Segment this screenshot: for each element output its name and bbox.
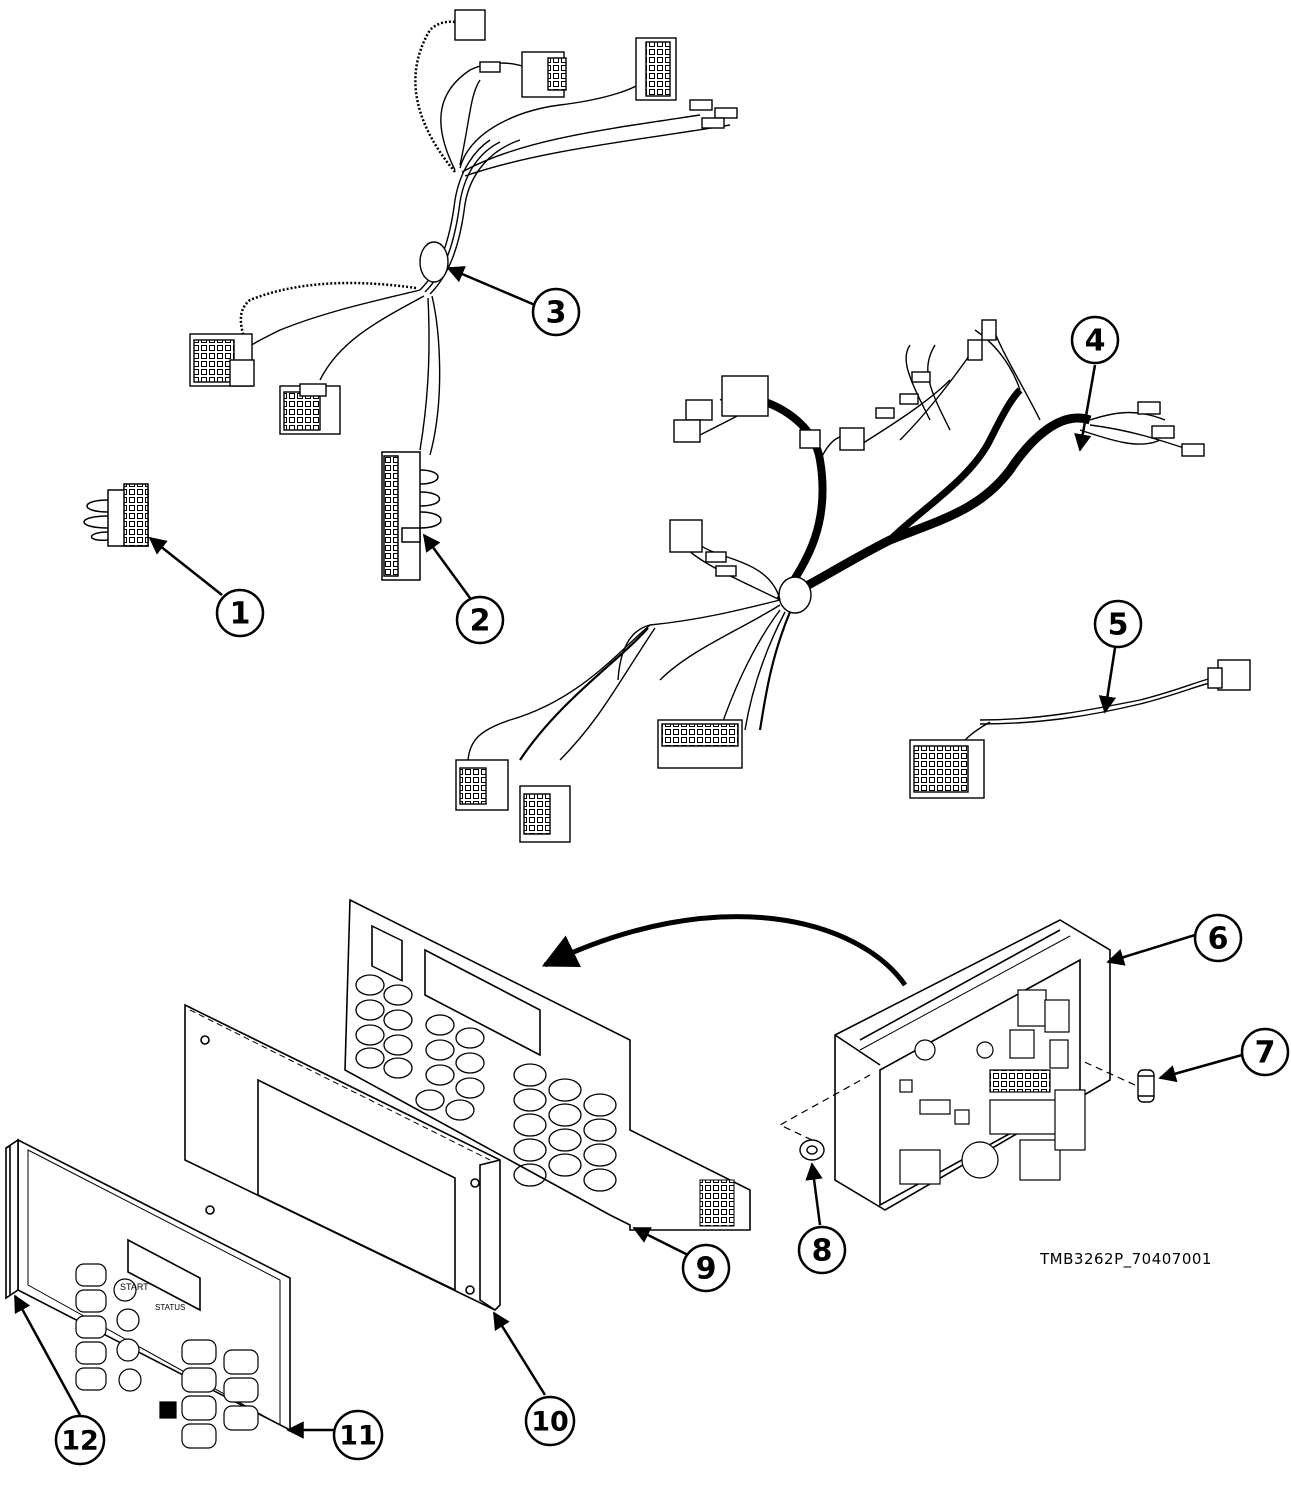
callout-5-circle (1093, 599, 1143, 649)
callout-8: 8 (812, 1234, 833, 1269)
callout-9: 9 (696, 1252, 717, 1287)
relocation-arrow (541, 914, 908, 987)
callout-4: 4 (1085, 324, 1106, 359)
callout-1-circle (215, 588, 265, 638)
leader-1 (148, 536, 223, 596)
callout-9-circle (681, 1243, 731, 1293)
leader-9 (632, 1226, 689, 1257)
callout-3: 3 (546, 296, 567, 331)
start-label: START (120, 1282, 149, 1292)
part-11-keypad-panel: START STATUS (17, 1138, 291, 1449)
figure-id: TMB3262P_70407001 (1040, 1250, 1212, 1268)
leader-12 (13, 1294, 82, 1416)
leader-4 (1074, 364, 1097, 452)
leader-5 (1098, 647, 1117, 714)
part-4-harness (455, 319, 1205, 843)
callout-12-circle (54, 1414, 106, 1466)
callout-6-circle (1193, 913, 1243, 963)
part-8-nut (799, 1139, 825, 1161)
part-3-harness (189, 9, 738, 456)
part-12-edge-strip (5, 1138, 19, 1300)
callout-7-circle (1240, 1027, 1290, 1077)
leader-6 (1106, 933, 1196, 966)
callout-2-circle (455, 595, 505, 645)
callout-6: 6 (1208, 922, 1229, 957)
leader-3 (446, 266, 536, 307)
part-7-fuse (1137, 1069, 1155, 1103)
callout-2: 2 (470, 604, 491, 639)
callout-11: 11 (339, 1421, 377, 1452)
callout-12: 12 (61, 1426, 99, 1457)
leader-2 (422, 533, 472, 599)
assembly-lines (778, 1059, 1136, 1141)
callout-11-circle (332, 1409, 384, 1461)
part-5-harness (909, 659, 1251, 799)
status-label: STATUS (155, 1303, 185, 1312)
callout-10-circle (524, 1395, 576, 1447)
callout-10: 10 (531, 1407, 569, 1438)
callout-1: 1 (230, 597, 251, 632)
callout-4-circle (1070, 315, 1120, 365)
leader-10 (492, 1311, 547, 1396)
callout-3-circle (531, 287, 581, 337)
callout-7: 7 (1255, 1036, 1276, 1071)
part-9-overlay (344, 898, 751, 1231)
callout-5: 5 (1108, 608, 1129, 643)
part-2-connector (381, 451, 442, 581)
leader-8 (805, 1162, 823, 1226)
part-6-control-board (834, 919, 1111, 1211)
part-1-connector (83, 483, 149, 547)
leader-7 (1158, 1053, 1243, 1083)
part-10-bezel (184, 1003, 501, 1311)
callout-8-circle (797, 1225, 847, 1275)
